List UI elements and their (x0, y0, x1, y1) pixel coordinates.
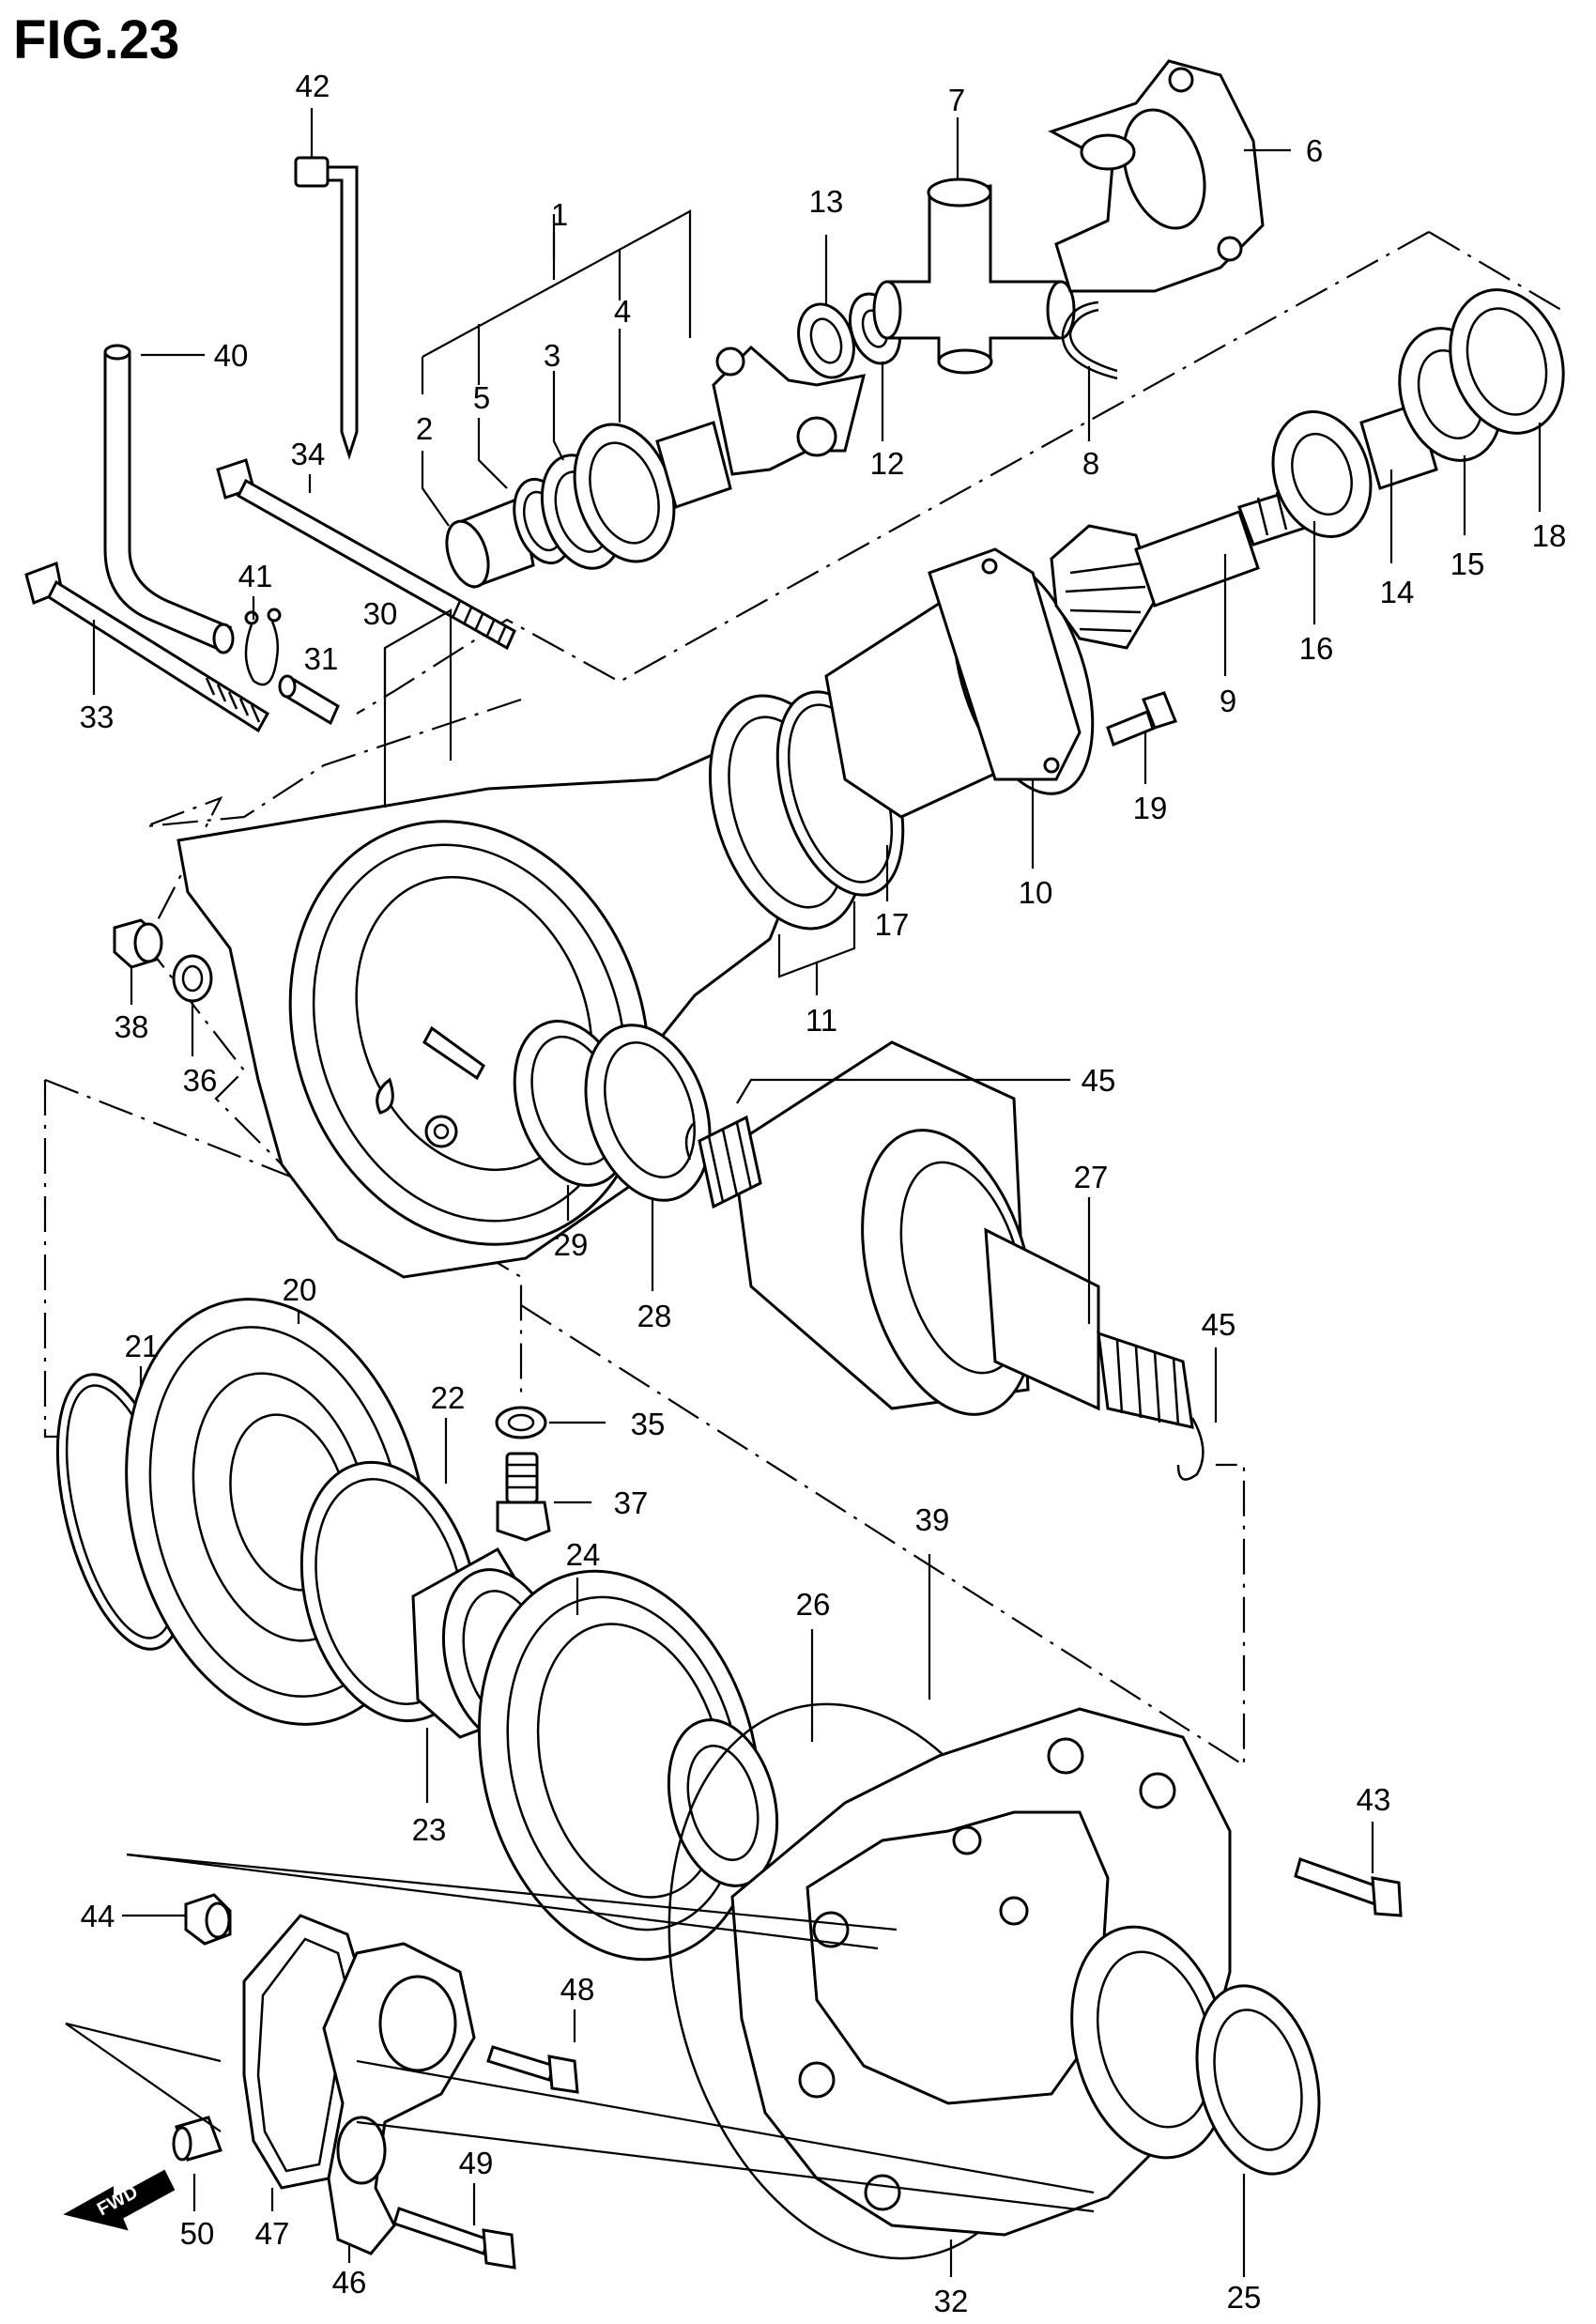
callout-20: 20 (283, 1272, 317, 1307)
callout-21: 21 (125, 1329, 160, 1363)
callout-41: 41 (238, 559, 273, 593)
callout-12: 12 (870, 446, 905, 481)
part-40-breather-hose (103, 344, 235, 654)
callout-47: 47 (255, 2216, 290, 2251)
callout-35: 35 (631, 1407, 666, 1441)
callout-30: 30 (363, 596, 398, 631)
part-50-dowel (172, 2116, 223, 2162)
part-45b-snap-ring (1176, 1417, 1205, 1481)
part-32-extension-case (730, 1707, 1232, 2237)
callout-1: 1 (551, 197, 568, 232)
callout-22: 22 (431, 1380, 466, 1415)
callout-32: 32 (934, 2284, 969, 2318)
callout-38: 38 (115, 1009, 149, 1044)
part-25-oil-seal (1195, 1984, 1321, 2176)
callout-44: 44 (81, 1899, 115, 1933)
callout-19: 19 (1133, 791, 1168, 825)
callout-48: 48 (560, 1972, 595, 2007)
callout-labels: 1 2 3 4 5 6 7 8 9 10 11 12 13 14 15 16 1… (80, 69, 1567, 2318)
part-34-long-bolt (216, 458, 516, 651)
callout-5: 5 (473, 380, 490, 415)
part-41-clip (244, 608, 282, 686)
callout-2: 2 (416, 411, 433, 446)
part-48-bolt (486, 2045, 579, 2094)
leader-lines (65, 108, 1542, 2277)
part-13-washer (797, 302, 855, 379)
part-6-flange-yoke (1048, 59, 1265, 293)
callout-33: 33 (80, 700, 115, 734)
fwd-arrow-icon: FWD (63, 2169, 176, 2231)
callout-8: 8 (1082, 446, 1099, 481)
callout-11: 11 (806, 1003, 837, 1038)
callout-27: 27 (1074, 1160, 1109, 1194)
callout-31: 31 (304, 641, 339, 676)
part-46-cover (322, 1942, 476, 2255)
callout-34: 34 (291, 437, 326, 471)
part-19-bolt (1106, 691, 1177, 746)
callout-45a: 45 (1082, 1063, 1116, 1098)
part-44-nut (184, 1893, 232, 1946)
callout-7: 7 (948, 83, 965, 117)
callout-15: 15 (1450, 546, 1485, 581)
callout-18: 18 (1532, 518, 1567, 553)
callout-4: 4 (614, 294, 631, 329)
part-43-bolt (1294, 1857, 1403, 1917)
callout-10: 10 (1019, 875, 1053, 910)
part-37-filler-plug (496, 1452, 551, 1542)
callout-46: 46 (332, 2265, 367, 2300)
part-42-sensor (294, 156, 359, 460)
part-26-bearing (667, 1718, 779, 1887)
callout-29: 29 (554, 1227, 589, 1262)
part-38-drain-plug (113, 918, 163, 969)
callout-9: 9 (1220, 684, 1236, 718)
part-27-output-shaft (698, 1040, 1194, 1429)
callout-36: 36 (183, 1063, 218, 1098)
callout-3: 3 (544, 338, 560, 373)
callout-23: 23 (412, 1812, 447, 1847)
part-28-bearing (584, 1023, 712, 1202)
callout-42: 42 (296, 69, 330, 103)
part-1-companion-flange-yoke (655, 345, 867, 509)
part-35-gasket (495, 1406, 547, 1439)
callout-24: 24 (566, 1537, 601, 1572)
part-10-pinion-retainer (824, 547, 1095, 819)
part-8-snap-ring (1061, 300, 1118, 380)
callout-45b: 45 (1202, 1307, 1236, 1342)
callout-50: 50 (180, 2216, 215, 2251)
callout-39: 39 (915, 1502, 950, 1537)
callout-40: 40 (214, 338, 249, 373)
part-33-long-bolt (24, 561, 270, 733)
callout-26: 26 (796, 1587, 831, 1622)
part-16-bearing (1271, 410, 1373, 538)
part-24-bearing-cup (477, 1569, 762, 1962)
callout-16: 16 (1299, 631, 1334, 666)
callout-6: 6 (1306, 133, 1323, 168)
part-36-gasket (172, 954, 213, 1003)
callout-13: 13 (809, 184, 844, 219)
callout-37: 37 (614, 1485, 649, 1520)
part-49-bolt (392, 2207, 516, 2270)
part-7-universal-joint (872, 177, 1076, 375)
part-18-bearing-race (1449, 288, 1565, 435)
part-45a-snap-ring (684, 1121, 696, 1161)
callout-14: 14 (1380, 575, 1415, 609)
figure-title: FIG.23 (13, 9, 179, 70)
callout-17: 17 (875, 907, 910, 942)
part-31-dowel-pin (278, 674, 340, 726)
callout-49: 49 (459, 2146, 494, 2180)
callout-25: 25 (1227, 2280, 1262, 2315)
callout-43: 43 (1357, 1782, 1391, 1817)
part-9-drive-pinion (1050, 482, 1327, 650)
callout-28: 28 (637, 1299, 672, 1333)
